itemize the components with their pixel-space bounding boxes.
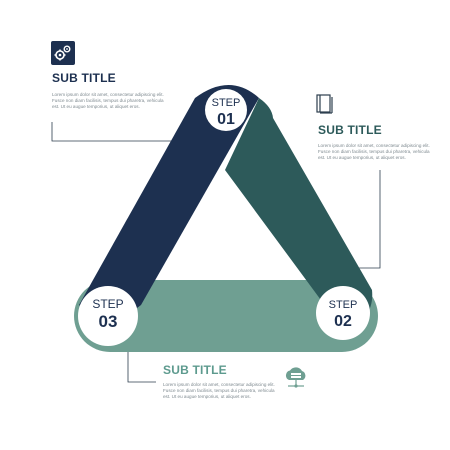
block-3-line-1: Lorem ipsum dolor sit amet, consectetur … — [163, 382, 275, 387]
step-02-label: STEP — [329, 299, 358, 311]
block-2-line-2: Fusce non diam facilisis, tempus dui pha… — [318, 149, 430, 154]
block-2-title: SUB TITLE — [318, 123, 382, 137]
step-03-number: 03 — [99, 312, 118, 331]
step-02-node: STEP 02 — [316, 286, 370, 340]
connector-step-01 — [51, 122, 193, 142]
block-1-line-2: Fusce non diam facilisis, tempus dui pha… — [52, 98, 164, 103]
block-3-line-3: est. Ut eu augue temporius, ut aliquet e… — [163, 394, 251, 399]
step-03-node: STEP 03 — [78, 286, 138, 346]
band-step-03 — [74, 280, 378, 352]
step-01-number: 01 — [217, 111, 235, 128]
step-01-label: STEP — [212, 97, 241, 109]
block-2-line-1: Lorem ipsum dolor sit amet, consectetur … — [318, 143, 430, 148]
book-icon — [316, 94, 334, 114]
block-3-line-2: Fusce non diam facilisis, tempus dui pha… — [163, 388, 275, 393]
band-step-02 — [225, 98, 373, 330]
block-1-line-3: est. Ut eu augue temporius, ut aliquet e… — [52, 104, 140, 109]
block-2-text: Lorem ipsum dolor sit amet, consectetur … — [318, 143, 436, 161]
cloud-server-icon — [283, 366, 309, 392]
gears-icon — [51, 41, 75, 65]
band-step-01 — [79, 85, 259, 318]
step-03-label: STEP — [92, 297, 123, 311]
block-2-line-3: est. Ut eu augue temporius, ut aliquet e… — [318, 155, 406, 160]
block-3-title: SUB TITLE — [163, 363, 227, 377]
block-1-line-1: Lorem ipsum dolor sit amet, consectetur … — [52, 92, 164, 97]
block-1-title: SUB TITLE — [52, 71, 116, 85]
block-3-text: Lorem ipsum dolor sit amet, consectetur … — [163, 382, 283, 400]
step-02-number: 02 — [334, 313, 352, 330]
step-01-node: STEP 01 — [205, 89, 247, 131]
block-1-text: Lorem ipsum dolor sit amet, consectetur … — [52, 92, 172, 110]
